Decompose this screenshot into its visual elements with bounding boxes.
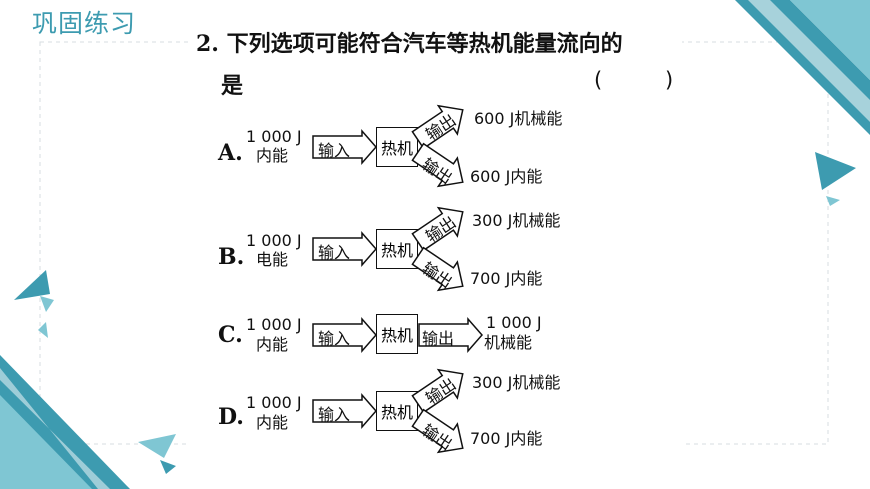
input-arrow-label: 输入 bbox=[318, 141, 351, 160]
output-arrow-up-icon bbox=[411, 368, 464, 414]
input-arrow-icon bbox=[312, 393, 377, 429]
output-arrow-up-icon bbox=[411, 104, 464, 150]
output-energy-1: 600 J机械能 bbox=[474, 109, 563, 128]
question-text-line1: 2. 下列选项可能符合汽车等热机能量流向的 bbox=[196, 26, 623, 58]
heat-engine-box: 热机 bbox=[376, 391, 418, 431]
input-arrow-label: 输入 bbox=[318, 329, 351, 348]
output-arrow-down-icon bbox=[411, 408, 464, 454]
output-energy-2: 700 J内能 bbox=[470, 269, 543, 288]
input-energy-type: 电能 bbox=[256, 250, 289, 269]
heat-engine-label: 热机 bbox=[380, 326, 413, 345]
left-triangle-decoration bbox=[14, 270, 50, 300]
input-energy-amount: 1 000 J bbox=[246, 127, 302, 146]
top-right-stripe-decoration bbox=[735, 0, 870, 135]
output-energy-amount: 1 000 J bbox=[486, 313, 542, 332]
input-arrow-icon bbox=[312, 231, 377, 267]
output-energy-2: 700 J内能 bbox=[470, 429, 543, 448]
output-arrow-label: 输出 bbox=[422, 329, 455, 348]
answer-paren-right: ) bbox=[665, 68, 674, 92]
option-label: D. bbox=[218, 404, 244, 430]
answer-paren-left: ( bbox=[594, 68, 603, 92]
input-arrow-label: 输入 bbox=[318, 405, 351, 424]
option-label: C. bbox=[218, 322, 243, 348]
output-energy-1: 300 J机械能 bbox=[472, 211, 561, 230]
input-arrow-icon bbox=[312, 129, 377, 165]
output-arrow-down-icon bbox=[411, 246, 464, 292]
heat-engine-box: 热机 bbox=[376, 127, 418, 167]
input-energy-amount: 1 000 J bbox=[246, 231, 302, 250]
input-energy-type: 内能 bbox=[256, 146, 289, 165]
output-arrow-icon bbox=[418, 317, 483, 353]
right-triangle-decoration bbox=[815, 152, 856, 190]
bottom-triangle-decoration bbox=[138, 434, 176, 458]
question-number: 2. bbox=[196, 31, 219, 57]
heat-engine-label: 热机 bbox=[380, 139, 413, 158]
question-stem: 下列选项可能符合汽车等热机能量流向的 bbox=[226, 32, 623, 57]
heat-engine-label: 热机 bbox=[380, 241, 413, 260]
option-label: A. bbox=[218, 140, 243, 166]
input-arrow-label: 输入 bbox=[318, 243, 351, 262]
output-energy-type: 机械能 bbox=[484, 333, 533, 352]
output-energy-2: 600 J内能 bbox=[470, 167, 543, 186]
bottom-left-stripe-decoration bbox=[0, 355, 130, 489]
input-energy-amount: 1 000 J bbox=[246, 393, 302, 412]
heat-engine-label: 热机 bbox=[380, 403, 413, 422]
input-energy-amount: 1 000 J bbox=[246, 315, 302, 334]
output-energy-1: 300 J机械能 bbox=[472, 373, 561, 392]
output-arrow-down-icon bbox=[411, 142, 464, 188]
heat-engine-box: 热机 bbox=[376, 229, 418, 269]
slide-title: 巩固练习 bbox=[32, 9, 137, 38]
output-arrow-up-icon bbox=[411, 206, 464, 252]
heat-engine-box: 热机 bbox=[376, 314, 418, 354]
option-label: B. bbox=[218, 244, 245, 270]
input-energy-type: 内能 bbox=[256, 413, 289, 432]
input-arrow-icon bbox=[312, 317, 377, 353]
question-text-line2: 是 bbox=[221, 74, 244, 99]
input-energy-type: 内能 bbox=[256, 335, 289, 354]
